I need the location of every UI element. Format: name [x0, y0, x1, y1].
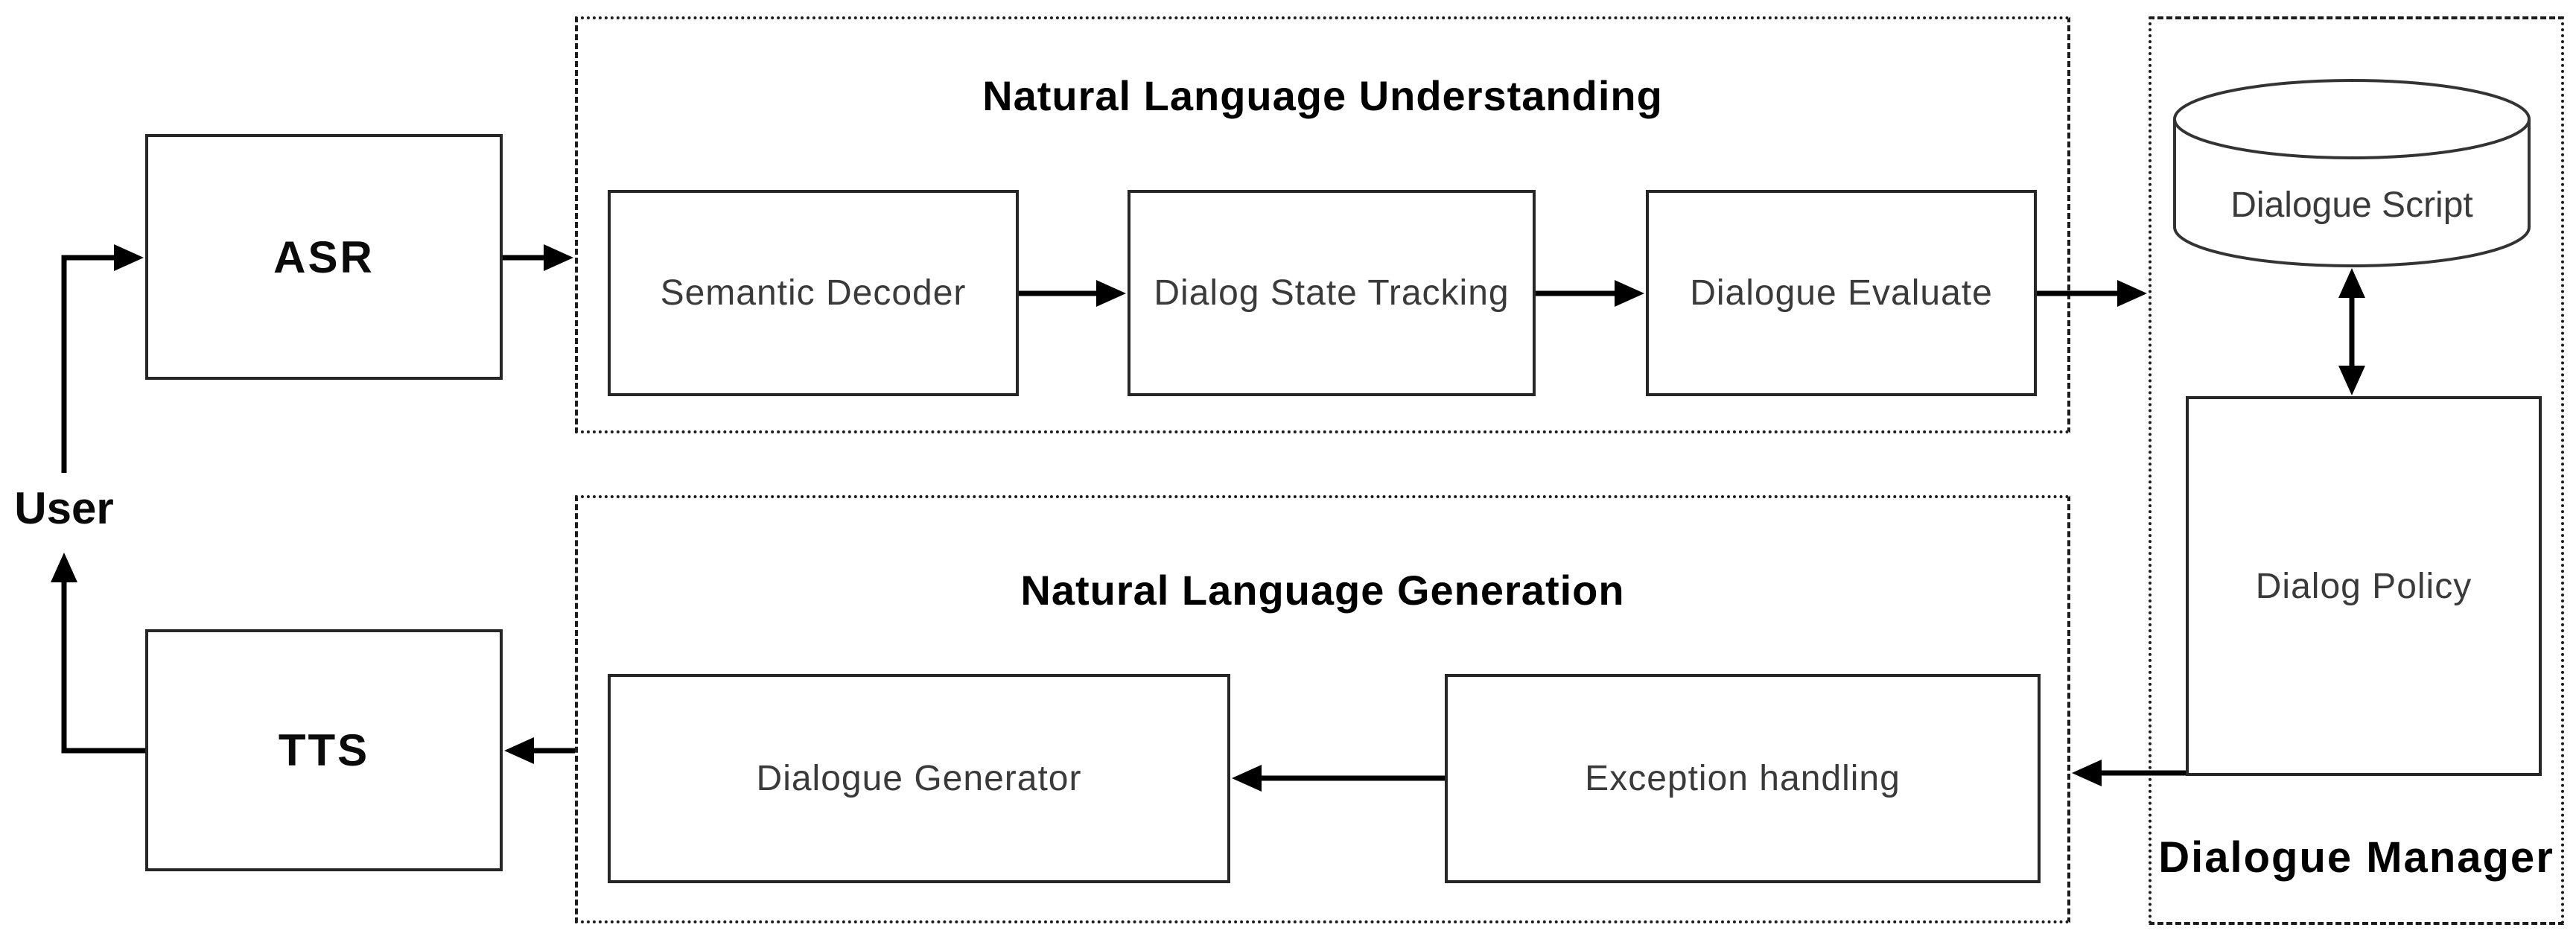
nlu-title: Natural Language Understanding	[982, 72, 1663, 119]
dialogue-evaluate-box: Dialogue Evaluate	[1646, 190, 2037, 396]
dialogue-evaluate-label: Dialogue Evaluate	[1690, 273, 1993, 313]
user-label: User	[14, 483, 114, 533]
dialog-policy-box: Dialog Policy	[2186, 396, 2542, 776]
dialog-state-tracking-label: Dialog State Tracking	[1154, 273, 1510, 313]
exception-handling-label: Exception handling	[1585, 759, 1901, 798]
exception-handling-box: Exception handling	[1445, 674, 2041, 883]
dialogue-manager-container	[2149, 16, 2564, 925]
tts-box: TTS	[145, 629, 503, 871]
nlg-container	[575, 495, 2070, 923]
asr-box: ASR	[145, 134, 503, 380]
dialogue-manager-title: Dialogue Manager	[2158, 833, 2554, 882]
nlg-title: Natural Language Generation	[1020, 567, 1625, 614]
dialog-policy-label: Dialog Policy	[2255, 566, 2472, 606]
arrow-tts-to-user	[51, 553, 145, 754]
nlu-container	[575, 16, 2070, 433]
arrow-user-to-asr	[61, 244, 144, 473]
dialogue-generator-box: Dialogue Generator	[608, 674, 1230, 883]
semantic-decoder-label: Semantic Decoder	[660, 273, 967, 313]
asr-label: ASR	[273, 232, 375, 282]
dialogue-generator-label: Dialogue Generator	[756, 759, 1082, 798]
dialogue-script-label: Dialogue Script	[2230, 185, 2473, 225]
semantic-decoder-box: Semantic Decoder	[608, 190, 1019, 396]
dialog-state-tracking-box: Dialog State Tracking	[1128, 190, 1536, 396]
tts-label: TTS	[278, 725, 370, 775]
